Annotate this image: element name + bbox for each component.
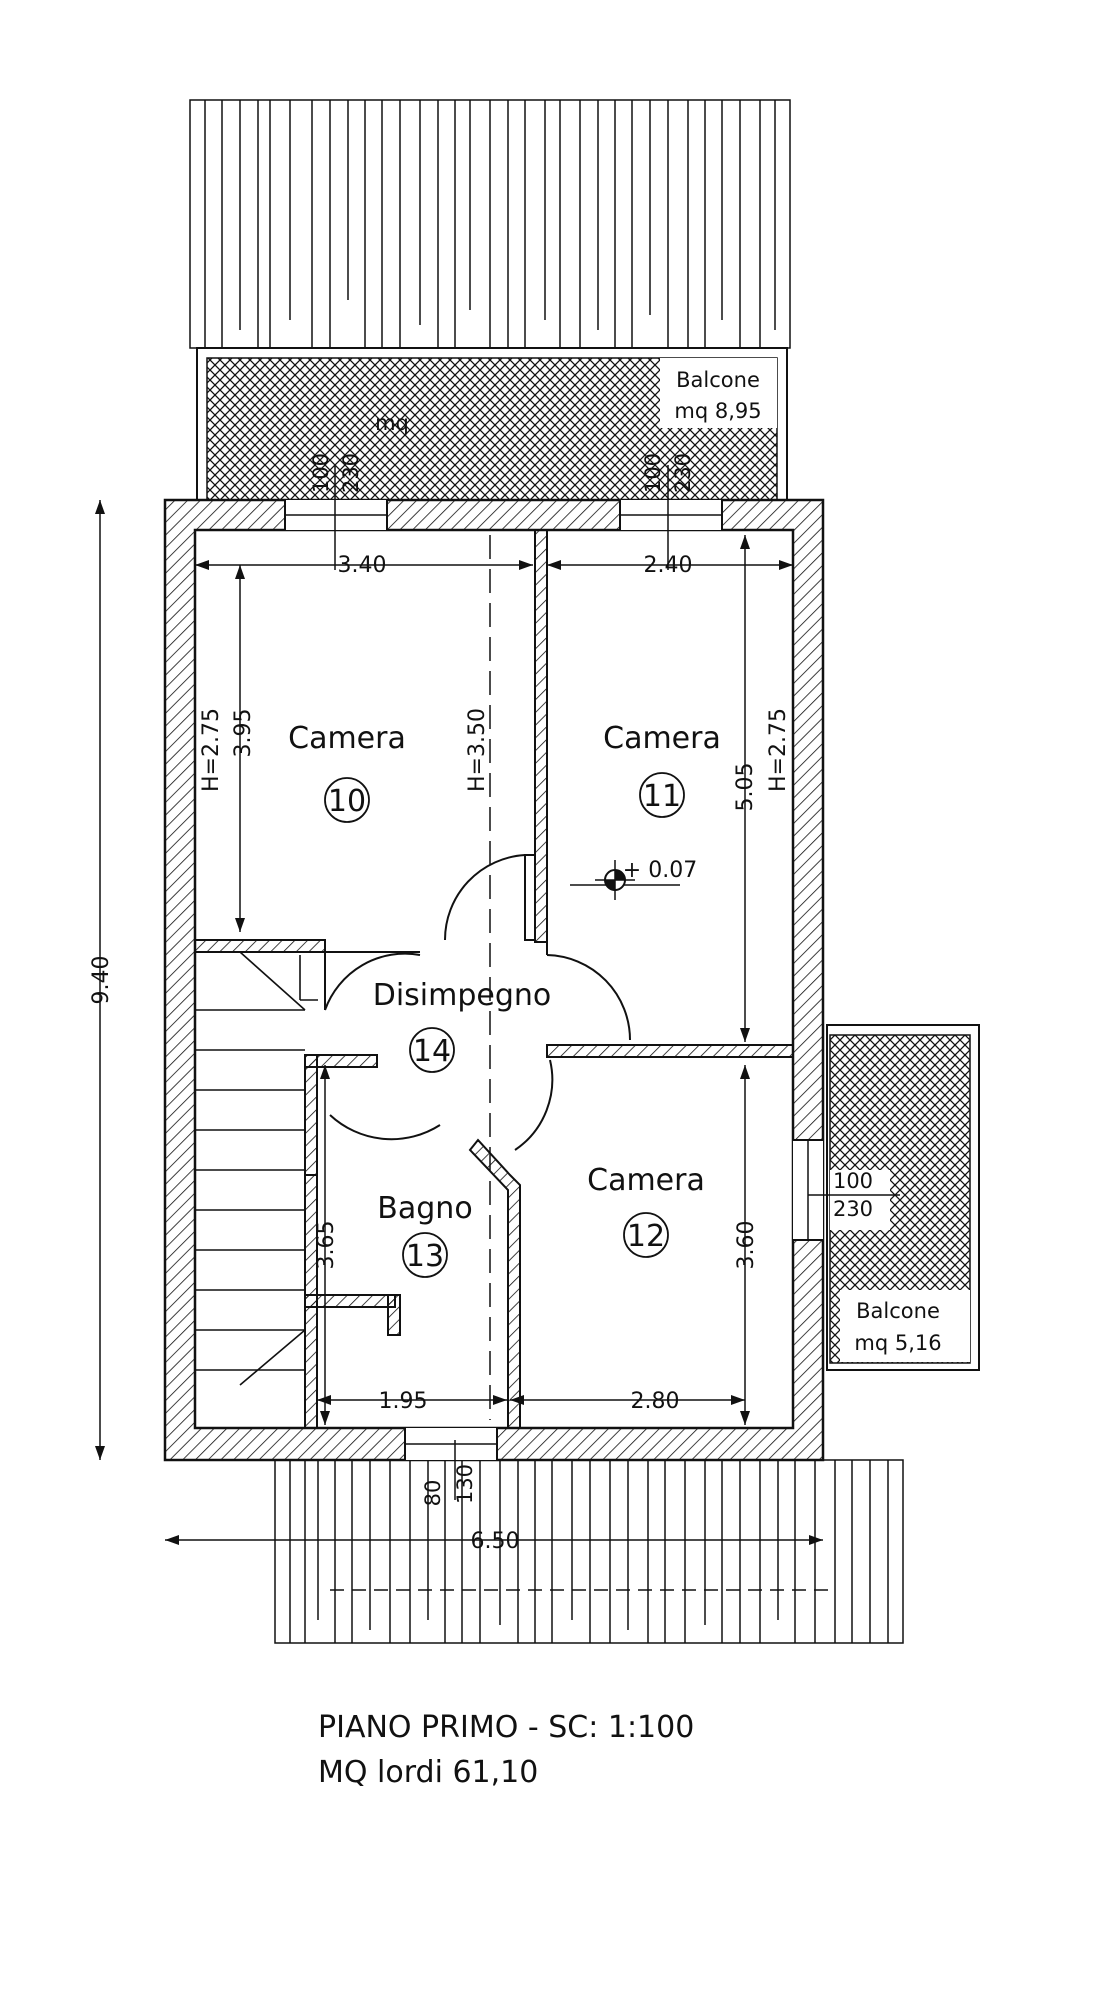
window-3-width: 100: [833, 1169, 873, 1193]
level-marker: [595, 860, 635, 900]
window-2-height: 230: [671, 453, 695, 493]
room-number-13: 13: [406, 1239, 444, 1274]
room-name-11: Camera: [603, 721, 721, 756]
balcony-top-area: mq 8,95: [674, 399, 761, 423]
doors: [324, 854, 631, 1151]
roof-bottom: [274, 1459, 904, 1644]
room-number-circles: [324, 772, 685, 1278]
outer-walls: [163, 498, 825, 1462]
dim-total-width: 6.50: [471, 1529, 520, 1554]
room-name-14: Disimpegno: [373, 978, 552, 1013]
dimension-arrows: [95, 500, 823, 1545]
room-number-11: 11: [643, 779, 681, 814]
room-name-10: Camera: [288, 721, 406, 756]
dim-h-10: H=2.75: [199, 708, 224, 792]
room-number-14: 14: [413, 1034, 451, 1069]
door-width: 80: [421, 1480, 445, 1507]
balcony-right: [826, 1024, 980, 1371]
room-name-12: Camera: [587, 1163, 705, 1198]
dim-h-corridor: H=3.50: [465, 708, 490, 792]
dim-depth-11: 5.05: [733, 763, 758, 812]
plan-title: PIANO PRIMO - SC: 1:100: [318, 1710, 695, 1745]
dim-depth-12: 3.60: [734, 1221, 759, 1270]
dim-total-height: 9.40: [89, 956, 114, 1005]
roof-top: [189, 99, 791, 349]
stairs: [195, 951, 318, 1386]
balcony-top-mq: mq: [375, 411, 409, 435]
dim-width-10: 3.40: [338, 553, 387, 578]
door-height: 130: [453, 1464, 477, 1504]
dim-height-10: 3.95: [231, 709, 256, 758]
plan-subtitle: MQ lordi 61,10: [318, 1755, 539, 1790]
dim-depth-13: 3.65: [314, 1221, 339, 1270]
dim-h-11: H=2.75: [766, 708, 791, 792]
room-number-10: 10: [328, 784, 366, 819]
window-1-height: 230: [339, 453, 363, 493]
balcony-top-label: Balcone: [676, 368, 760, 392]
window-2-width: 100: [641, 453, 665, 493]
window-1-width: 100: [309, 453, 333, 493]
window-3-height: 230: [833, 1197, 873, 1221]
dim-width-11: 2.40: [644, 553, 693, 578]
level-value: + 0.07: [623, 858, 697, 883]
balcony-right-label: Balcone: [856, 1299, 940, 1323]
balcony-right-area: mq 5,16: [854, 1331, 941, 1355]
room-number-12: 12: [627, 1219, 665, 1254]
dim-width-13: 1.95: [379, 1389, 428, 1414]
dim-width-12: 2.80: [631, 1389, 680, 1414]
dimension-lines: [99, 465, 900, 1541]
room-name-13: Bagno: [377, 1191, 472, 1226]
balcony-top: [196, 347, 788, 501]
